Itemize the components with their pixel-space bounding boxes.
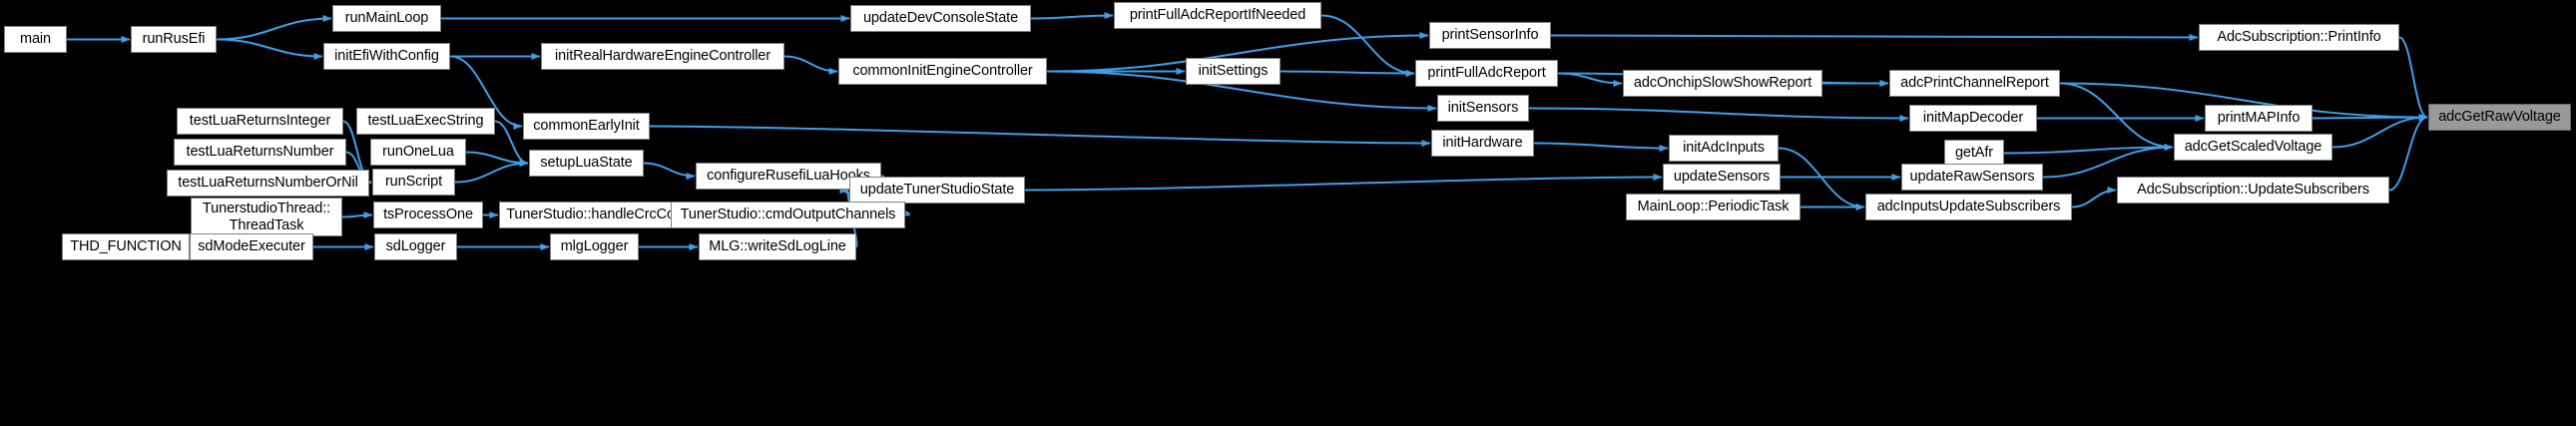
graph-node-initefiwithconfig[interactable]: initEfiWithConfig	[323, 43, 450, 70]
graph-node-runmainloop[interactable]: runMainLoop	[332, 5, 441, 32]
graph-node-commonearlyinit[interactable]: commonEarlyInit	[523, 113, 650, 140]
graph-node-initmapdecoder[interactable]: initMapDecoder	[1909, 105, 2037, 132]
graph-node-mlglogger[interactable]: mlgLogger	[550, 233, 639, 260]
graph-node-updaterawsensors[interactable]: updateRawSensors	[1901, 164, 2043, 191]
graph-node-adcgetrawvoltage[interactable]: adcGetRawVoltage	[2428, 104, 2571, 131]
graph-node-initrealhardwareenginecontroller[interactable]: initRealHardwareEngineController	[541, 43, 784, 70]
graph-edge	[1533, 142, 1669, 152]
graph-node-testluareturnsinteger[interactable]: testLuaReturnsInteger	[177, 108, 343, 135]
graph-edge	[1024, 174, 1663, 192]
graph-edge	[2003, 144, 2174, 155]
graph-edge	[465, 151, 529, 167]
graph-edge	[1528, 107, 1909, 122]
graph-node-tunerstudio-cmdoutputchannels[interactable]: TunerStudio::cmdOutputChannels	[671, 202, 905, 228]
graph-node-initadcinputs[interactable]: initAdcInputs	[1669, 135, 1779, 162]
graph-node-printmapinfo[interactable]: printMAPInfo	[2205, 105, 2313, 132]
graph-node-initsettings[interactable]: initSettings	[1186, 58, 1281, 85]
graph-node-runrusefi[interactable]: runRusEfi	[131, 26, 217, 53]
graph-edge	[2312, 114, 2428, 122]
graph-node-adcsubscription-updatesubscribers[interactable]: AdcSubscription::UpdateSubscribers	[2117, 177, 2389, 204]
graph-node-sdmodeexecuter[interactable]: sdModeExecuter	[190, 233, 313, 260]
graph-edge	[643, 162, 696, 180]
graph-node-updatedevconsolestate[interactable]: updateDevConsoleState	[850, 5, 1031, 32]
graph-node-mainloop-periodictask[interactable]: MainLoop::PeriodicTask	[1626, 194, 1801, 220]
graph-node-sdlogger[interactable]: sdLogger	[374, 233, 457, 260]
graph-edge	[216, 38, 323, 60]
graph-edge	[454, 160, 529, 184]
graph-edge	[783, 55, 838, 75]
graph-node-updatetunerstudiostate[interactable]: updateTunerStudioState	[849, 177, 1025, 204]
graph-node-testluaexecstring[interactable]: testLuaExecString	[356, 108, 495, 135]
graph-node-inithardware[interactable]: initHardware	[1431, 130, 1534, 157]
graph-node-testluareturnsnumberornil[interactable]: testLuaReturnsNumberOrNil	[167, 170, 369, 197]
graph-node-commoninitenginecontroller[interactable]: commonInitEngineController	[838, 58, 1047, 85]
graph-edge	[2042, 144, 2174, 179]
graph-edge	[2398, 36, 2428, 121]
graph-node-printfulladcreportifneeded[interactable]: printFullAdcReportIfNeeded	[1114, 2, 1321, 29]
graph-node-adcprintchannelreport[interactable]: adcPrintChannelReport	[1889, 70, 2060, 97]
graph-node-runonelua[interactable]: runOneLua	[370, 139, 466, 166]
graph-edge	[1030, 12, 1114, 20]
graph-node-setupluastate[interactable]: setupLuaState	[529, 150, 644, 177]
graph-edge	[2388, 114, 2428, 192]
graph-node-adconchipslowshowreport[interactable]: adcOnchipSlowShowReport	[1623, 70, 1822, 97]
graph-edge	[361, 181, 372, 190]
graph-node-main[interactable]: main	[4, 26, 67, 53]
graph-node-updatesensors[interactable]: updateSensors	[1663, 164, 1781, 191]
graph-node-adcgetscaledvoltage[interactable]: adcGetScaledVoltage	[2174, 134, 2332, 161]
graph-edge	[1320, 14, 1415, 77]
graph-node-testluareturnsnumber[interactable]: testLuaReturnsNumber	[174, 139, 346, 166]
graph-node-mlg-writesdlogline[interactable]: MLG::writeSdLogLine	[699, 233, 856, 260]
graph-edge	[2059, 82, 2174, 151]
graph-node-thd-function[interactable]: THD_FUNCTION	[62, 233, 190, 260]
graph-edge	[1280, 69, 1415, 77]
graph-node-tsprocessone[interactable]: tsProcessOne	[373, 202, 483, 228]
graph-node-runscript[interactable]: runScript	[372, 169, 455, 196]
graph-edge	[2071, 187, 2117, 209]
graph-node-tunerstudiothread-threadtask[interactable]: TunerstudioThread:: ThreadTask	[191, 198, 342, 236]
graph-node-printsensorinfo[interactable]: printSensorInfo	[1429, 22, 1551, 49]
graph-edge	[649, 125, 1431, 147]
graph-edge	[1557, 72, 1623, 87]
graph-node-adcinputsupdatesubscribers[interactable]: adcInputsUpdateSubscribers	[1865, 194, 2072, 220]
graph-node-printfulladcreport[interactable]: printFullAdcReport	[1415, 60, 1558, 87]
graph-edge	[341, 212, 373, 219]
graph-edge	[2331, 114, 2428, 149]
graph-node-adcsubscription-printinfo[interactable]: AdcSubscription::PrintInfo	[2199, 24, 2399, 51]
graph-edge	[216, 15, 332, 41]
graph-edge	[1550, 33, 2199, 41]
graph-node-getafr[interactable]: getAfr	[1944, 140, 2004, 167]
graph-node-initsensors[interactable]: initSensors	[1437, 95, 1529, 122]
